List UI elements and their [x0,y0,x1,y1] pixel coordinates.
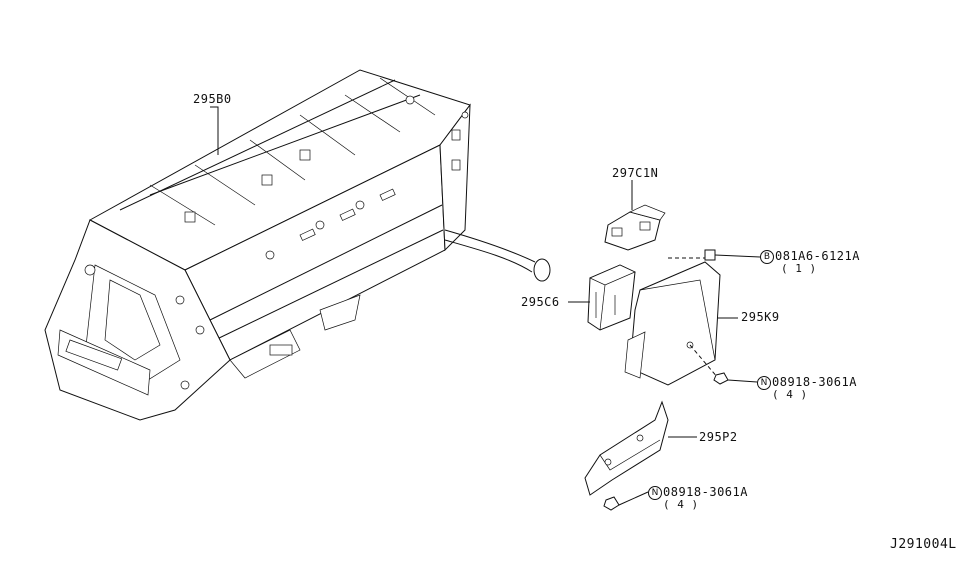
battery-pack-assembly [44,69,551,421]
part-label-295c6: 295C6 [521,295,560,309]
nut-symbol-icon-lower: N [648,486,662,500]
bolt-fastener [704,249,761,261]
part-label-295p2: 295P2 [699,430,738,444]
part-label-297c1n: 297C1N [612,166,659,180]
part-label-295k9: 295K9 [741,310,780,324]
control-module-component [587,264,636,331]
nut-quantity-upper: ( 4 ) [772,388,808,401]
mounting-plate-component [584,400,669,511]
nut-quantity-lower: ( 4 ) [663,498,699,511]
bolt-symbol-icon: B [760,250,774,264]
bolt-part-number: 081A6-6121A [775,249,860,263]
service-plug-component [604,204,666,251]
drawing-id: J291004L [890,537,957,552]
leader-lines [210,106,738,438]
part-label-295b0: 295B0 [193,92,232,106]
nut-part-number-lower: 08918-3061A [663,485,748,499]
nut-symbol-icon-upper: N [757,376,771,390]
bracket-component [624,257,721,386]
nut-part-number-upper: 08918-3061A [772,375,857,389]
bolt-quantity: ( 1 ) [781,262,817,275]
nut-fastener-upper [713,372,758,385]
